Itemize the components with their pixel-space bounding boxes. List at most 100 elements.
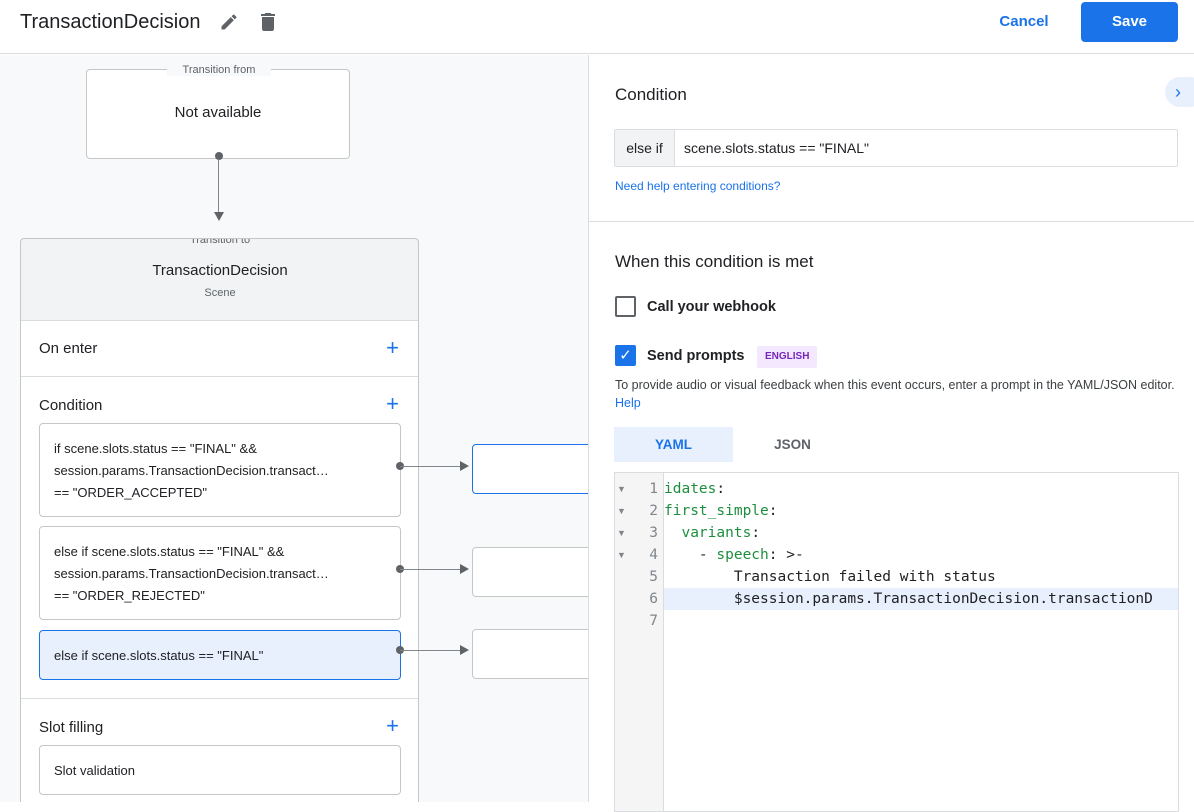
on-enter-section[interactable]: On enter +: [21, 320, 418, 376]
condition-label: Condition: [39, 397, 103, 414]
condition-panel: › Condition else if scene.slots.status =…: [589, 55, 1194, 812]
condition-text: == "ORDER_REJECTED": [54, 588, 205, 603]
add-slot-icon[interactable]: +: [386, 713, 399, 738]
condition-input[interactable]: else if scene.slots.status == "FINAL": [614, 129, 1178, 167]
code-text: - speech: >-: [664, 544, 1178, 566]
fold-arrow-icon[interactable]: ▼: [617, 528, 626, 538]
webhook-label: Call your webhook: [647, 299, 776, 315]
add-on-enter-icon[interactable]: +: [386, 335, 399, 360]
condition-item[interactable]: if scene.slots.status == "FINAL" && sess…: [39, 423, 401, 517]
arrow-head-icon: [460, 564, 469, 574]
fold-arrow-icon[interactable]: ▼: [617, 484, 626, 494]
condition-text: session.params.TransactionDecision.trans…: [54, 566, 329, 581]
header-bar: TransactionDecision Cancel Save: [0, 0, 1194, 54]
line-number: 6: [649, 591, 658, 607]
yaml-punct: :: [768, 503, 778, 519]
transition-target[interactable]: [472, 547, 588, 597]
condition-text: if scene.slots.status == "FINAL" &&: [54, 441, 257, 456]
fold-arrow-icon[interactable]: ▼: [617, 550, 626, 560]
condition-item[interactable]: else if scene.slots.status == "FINAL" &&…: [39, 526, 401, 620]
add-condition-icon[interactable]: +: [386, 391, 399, 416]
indent: [664, 569, 734, 585]
divider: [589, 221, 1194, 222]
connector-line: [400, 466, 462, 467]
code-line: 5 Transaction failed with status: [615, 566, 1178, 588]
scene-card: Transition to TransactionDecision Scene …: [20, 238, 419, 802]
fold-arrow-icon[interactable]: ▼: [617, 506, 626, 516]
condition-text: else if scene.slots.status == "FINAL": [54, 648, 264, 663]
collapse-panel-chevron-icon[interactable]: ›: [1165, 77, 1194, 107]
delete-icon[interactable]: [256, 10, 280, 34]
yaml-key: variants: [681, 525, 752, 541]
yaml-punct: : >-: [768, 547, 804, 563]
scene-type: Scene: [204, 287, 236, 299]
language-badge: ENGLISH: [757, 346, 818, 368]
webhook-checkbox[interactable]: [615, 296, 636, 317]
transition-to-legend: Transition to: [171, 239, 269, 246]
yaml-value: Transaction failed with status: [733, 569, 996, 585]
yaml-punct: :: [751, 525, 761, 541]
condition-heading: Condition: [615, 85, 687, 104]
save-button[interactable]: Save: [1081, 2, 1178, 42]
code-text: idates:: [664, 478, 1178, 500]
condition-item-selected[interactable]: else if scene.slots.status == "FINAL": [39, 630, 401, 680]
transition-target[interactable]: [472, 629, 588, 679]
met-heading: When this condition is met: [615, 252, 814, 271]
transition-target[interactable]: [472, 444, 588, 494]
transition-from-value: Not available: [174, 104, 262, 121]
page-title: TransactionDecision: [20, 11, 201, 33]
connector-dot: [215, 152, 223, 160]
flow-canvas[interactable]: Transition from Not available Transition…: [0, 55, 589, 802]
yaml-value: $session.params.TransactionDecision.tran…: [733, 591, 1153, 607]
prompts-label: Send prompts: [647, 348, 745, 364]
code-text: variants:: [664, 522, 1178, 544]
scene-name: TransactionDecision: [152, 262, 288, 279]
code-line: ▼ 3 variants:: [615, 522, 1178, 544]
yaml-key: speech: [716, 547, 769, 563]
code-line: ▼ 1 idates:: [615, 478, 1178, 500]
cancel-button[interactable]: Cancel: [999, 13, 1049, 30]
transition-from-box: Transition from Not available: [86, 64, 350, 159]
indent: [664, 591, 734, 607]
condition-prefix: else if: [615, 130, 675, 166]
yaml-punct: :: [716, 481, 726, 497]
condition-text: == "ORDER_ACCEPTED": [54, 485, 207, 500]
edit-icon[interactable]: [219, 12, 239, 32]
indent: [664, 525, 681, 541]
on-enter-label: On enter: [39, 340, 98, 357]
help-link-inline[interactable]: Help: [615, 396, 641, 410]
slot-filling-label: Slot filling: [39, 719, 104, 736]
code-line: 7: [615, 610, 1178, 632]
transition-from-legend: Transition from: [167, 64, 271, 76]
connector-line: [400, 569, 462, 570]
tab-json[interactable]: JSON: [774, 437, 811, 452]
code-text: $session.params.TransactionDecision.tran…: [664, 588, 1178, 610]
line-number: 4: [649, 547, 658, 563]
condition-section: Condition + if scene.slots.status == "FI…: [21, 376, 418, 698]
prompts-description: To provide audio or visual feedback when…: [615, 376, 1175, 412]
code-line: ▼ 4 - speech: >-: [615, 544, 1178, 566]
description-text: To provide audio or visual feedback when…: [615, 378, 1175, 392]
code-text: first_simple:: [664, 500, 1178, 522]
line-number: 5: [649, 569, 658, 585]
line-number: 3: [649, 525, 658, 541]
arrow-head-icon: [460, 645, 469, 655]
condition-value[interactable]: scene.slots.status == "FINAL": [684, 140, 870, 156]
indent: -: [664, 547, 717, 563]
line-number: 7: [649, 613, 658, 629]
line-number: 1: [649, 481, 658, 497]
connector-line: [218, 159, 219, 213]
arrow-head-icon: [214, 212, 224, 221]
tab-yaml[interactable]: YAML: [614, 427, 733, 462]
arrow-head-icon: [460, 461, 469, 471]
slot-validation-label: Slot validation: [54, 763, 135, 778]
code-line: 6 $session.params.TransactionDecision.tr…: [615, 588, 1178, 610]
help-link[interactable]: Need help entering conditions?: [615, 179, 781, 193]
slot-validation-item[interactable]: Slot validation: [39, 745, 401, 795]
yaml-key: first_simple: [664, 503, 769, 519]
code-text: Transaction failed with status: [664, 566, 1178, 588]
prompts-checkbox-checked-icon[interactable]: ✓: [615, 345, 636, 366]
connector-line: [400, 650, 462, 651]
